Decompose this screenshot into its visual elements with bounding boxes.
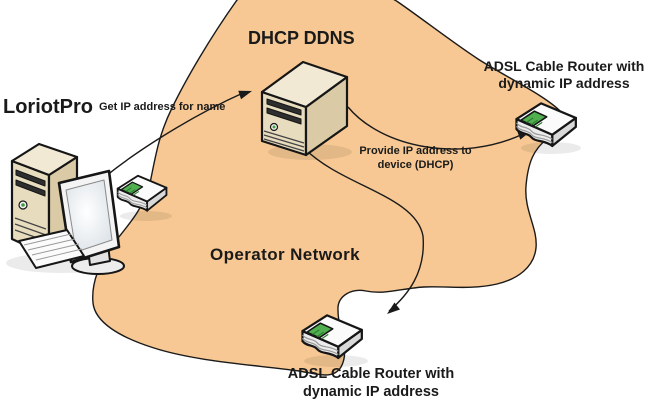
- arrow-provide-ip: [347, 106, 524, 150]
- provide-ip-arrow-label-line2: device (DHCP): [377, 158, 454, 171]
- dhcp-ddns-label: DHCP DDNS: [248, 28, 355, 48]
- adsl-router-bottom-label-line2: dynamic IP address: [303, 384, 439, 400]
- arrowhead-to-bottom-router: [387, 302, 401, 314]
- arrow-to-bottom-router: [304, 148, 424, 312]
- adsl-router-top-label-line2: dynamic IP address: [498, 75, 630, 91]
- adsl-router-bottom-label-line1: ADSL Cable Router with: [287, 366, 455, 382]
- get-ip-address-arrow-label: Get IP address for name: [99, 101, 226, 113]
- provide-ip-arrow-label-line1: Provide IP address to: [359, 145, 472, 157]
- adsl-router-bottom-label: ADSL Cable Router with dynamic IP addres…: [266, 365, 476, 401]
- operator-network-label: Operator Network: [210, 245, 360, 264]
- server-tower-icon: [260, 60, 349, 157]
- loriotpro-label: LoriotPro: [3, 96, 93, 118]
- arrowhead-get-ip: [238, 90, 252, 100]
- provide-ip-arrow-label: Provide IP address to device (DHCP): [349, 145, 482, 172]
- workstation-icon: [10, 142, 125, 275]
- adsl-router-top-label: ADSL Cable Router with dynamic IP addres…: [466, 58, 662, 92]
- adsl-router-top-label-line1: ADSL Cable Router with: [483, 58, 645, 74]
